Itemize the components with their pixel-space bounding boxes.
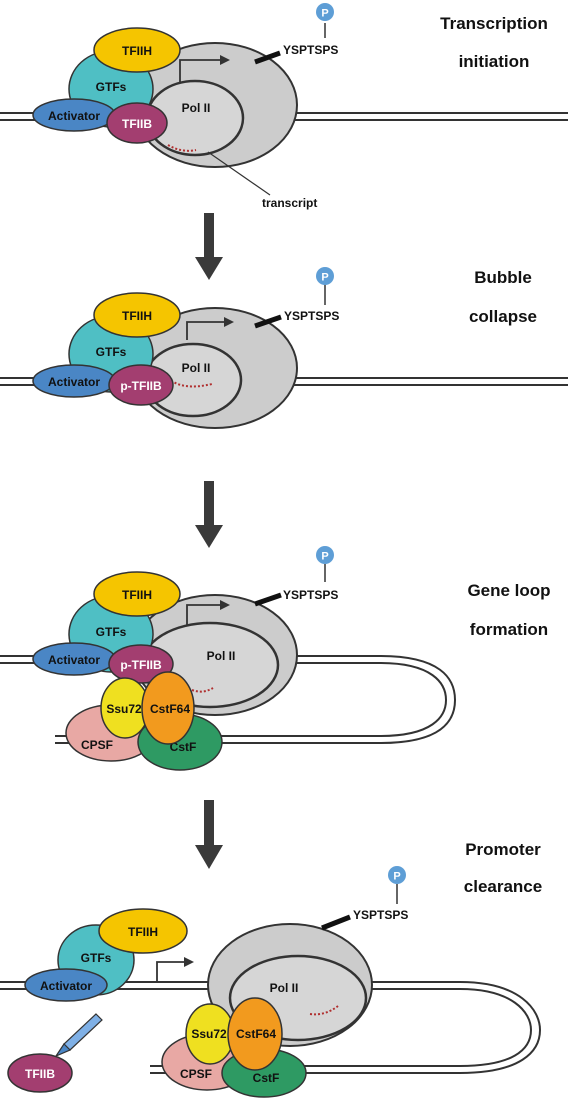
transcript-rna	[191, 687, 214, 693]
svg-text:P: P	[393, 871, 400, 883]
transcript-rna	[167, 377, 213, 388]
p-tfiib	[108, 644, 174, 684]
phospho-icon	[316, 267, 334, 285]
svg-text:TFIIH: TFIIH	[122, 44, 152, 58]
svg-text:P: P	[321, 8, 328, 20]
ctd-label: YSPTSPS	[284, 309, 339, 323]
svg-text:P: P	[321, 272, 328, 284]
ctd-tail	[321, 914, 351, 931]
stage-3-title-line1: Gene loop	[467, 581, 550, 600]
ctd-tail	[254, 314, 282, 329]
stage-2: Pol II YSPTSPS P GTFs TFIIH Activator p-…	[0, 267, 568, 429]
stage-1: Pol II YSPTSPS P transcript GTFs TFIIH A…	[0, 3, 568, 210]
svg-text:GTFs: GTFs	[96, 80, 127, 94]
svg-text:CstF64: CstF64	[236, 1027, 276, 1041]
svg-text:CPSF: CPSF	[180, 1067, 212, 1081]
svg-text:TFIIH: TFIIH	[122, 588, 152, 602]
pol-ii-label: Pol II	[182, 361, 211, 375]
phospho-icon	[388, 866, 406, 884]
phospho-icon	[316, 3, 334, 21]
stage-1-title-line1: Transcription	[440, 14, 548, 33]
svg-text:GTFs: GTFs	[81, 951, 112, 965]
tss-arrow	[156, 957, 194, 982]
ctd-label: YSPTSPS	[283, 43, 338, 57]
svg-text:Activator: Activator	[40, 979, 92, 993]
tfiih-complex	[93, 292, 181, 338]
cstf64	[141, 671, 195, 745]
stage-2-title-line2: collapse	[469, 307, 537, 326]
tfiih-complex	[98, 908, 188, 954]
transcript-pointer	[207, 151, 271, 196]
svg-text:Activator: Activator	[48, 653, 100, 667]
ctd-label: YSPTSPS	[353, 908, 408, 922]
release-arrow	[54, 1013, 103, 1058]
stage-2-title-line1: Bubble	[474, 268, 532, 287]
stage-4-title-line1: Promoter	[465, 840, 541, 859]
activator	[24, 968, 108, 1002]
ctd-label: YSPTSPS	[283, 588, 338, 602]
stage-1-title-line2: initiation	[459, 52, 530, 71]
svg-text:TFIIH: TFIIH	[122, 309, 152, 323]
stage-3: Pol II YSPTSPS P GTFs TFIIH Activator p-…	[0, 546, 551, 771]
svg-text:TFIIB: TFIIB	[25, 1067, 55, 1081]
tfiib	[106, 102, 168, 144]
step-arrow-1	[195, 213, 223, 280]
pol-ii-label: Pol II	[182, 101, 211, 115]
svg-text:CstF: CstF	[253, 1071, 280, 1085]
step-arrow-2	[195, 481, 223, 548]
svg-text:p-TFIIB: p-TFIIB	[120, 658, 162, 672]
tss-arrow	[179, 55, 230, 82]
svg-text:CPSF: CPSF	[81, 738, 113, 752]
tfiih-complex	[93, 27, 181, 73]
ctd-tail	[254, 50, 281, 65]
svg-text:p-TFIIB: p-TFIIB	[120, 379, 162, 393]
svg-text:CstF64: CstF64	[150, 702, 190, 716]
transcript-label: transcript	[262, 196, 317, 210]
svg-text:GTFs: GTFs	[96, 345, 127, 359]
tss-arrow	[186, 317, 234, 340]
svg-text:Activator: Activator	[48, 109, 100, 123]
svg-text:Ssu72: Ssu72	[191, 1027, 227, 1041]
ctd-tail	[254, 592, 282, 607]
tfiih-complex	[93, 571, 181, 617]
phospho-icon	[316, 546, 334, 564]
svg-text:GTFs: GTFs	[96, 625, 127, 639]
stage-3-title-line2: formation	[470, 620, 548, 639]
tfiib	[7, 1053, 73, 1093]
svg-text:TFIIB: TFIIB	[122, 117, 152, 131]
dna-strand	[0, 981, 542, 1074]
stage-4-title-line2: clearance	[464, 877, 542, 896]
stage-4: Pol II YSPTSPS P GTFs TFIIH Activator TF…	[0, 840, 542, 1098]
pol-ii-label: Pol II	[207, 649, 236, 663]
p-tfiib	[108, 364, 174, 406]
svg-text:P: P	[321, 551, 328, 563]
svg-text:Activator: Activator	[48, 375, 100, 389]
cstf64	[227, 997, 283, 1071]
pol-ii-label: Pol II	[270, 981, 299, 995]
tss-arrow	[186, 600, 230, 625]
svg-text:TFIIH: TFIIH	[128, 925, 158, 939]
svg-text:CstF: CstF	[170, 740, 197, 754]
step-arrow-3	[195, 800, 223, 869]
svg-text:Ssu72: Ssu72	[106, 702, 142, 716]
